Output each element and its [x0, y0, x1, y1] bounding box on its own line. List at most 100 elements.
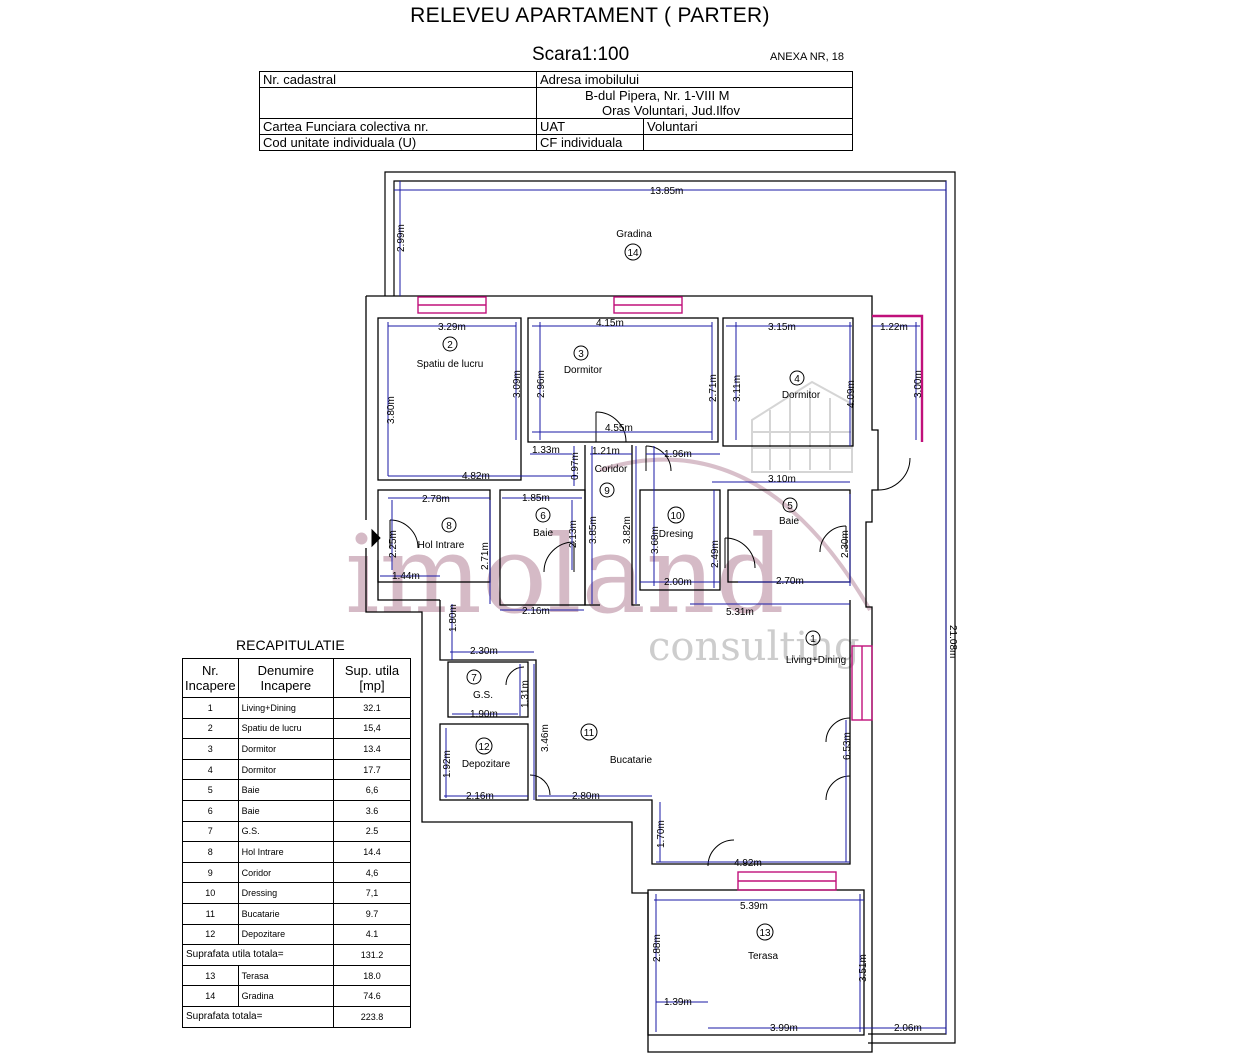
room-3-marker	[573, 345, 589, 361]
recap-useful-total: Suprafata utila totala=131.2	[182, 944, 411, 966]
recap-header-nr: Nr. Incapere	[182, 658, 239, 698]
room-6-name: Baie	[533, 528, 553, 539]
dim-2-00: 2.00m	[664, 577, 692, 588]
room-2-marker	[442, 336, 458, 352]
dim-2-13: 2.13m	[568, 520, 579, 548]
room-3-name: Dormitor	[564, 365, 603, 376]
recap-table: Nr. Incapere Denumire Incapere Sup. util…	[182, 658, 411, 1028]
room-5-name: Baie	[779, 516, 799, 527]
dim-4-92: 4.92m	[734, 858, 762, 869]
dim-2-80: 2.80m	[572, 791, 600, 802]
dim-1-92: 1.92m	[442, 750, 453, 778]
room-4-number: 4	[794, 374, 800, 385]
room-text: 1 Living+Dining 2 Spatiu de lucru 3 Dorm…	[417, 229, 847, 962]
dim-1-96: 1.96m	[664, 449, 692, 460]
dim-21-08: 21.08m	[947, 625, 958, 658]
room-14-marker	[624, 243, 642, 261]
room-8-number: 8	[446, 521, 452, 532]
dim-2-88: 2.88m	[652, 934, 663, 962]
uat-label: UAT	[536, 118, 644, 135]
dim-2-30b: 2.30m	[470, 646, 498, 657]
dim-3-99: 3.99m	[770, 1023, 798, 1034]
dim-3-68: 3.68m	[650, 526, 661, 554]
windows	[417, 296, 924, 891]
dim-2-16b: 2.16m	[466, 791, 494, 802]
dim-1-90: 1.90m	[470, 709, 498, 720]
room-9-marker	[599, 482, 615, 498]
annex-label: ANEXA NR, 18	[770, 51, 844, 63]
dim-5-31: 5.31m	[726, 607, 754, 618]
page-title: RELEVEU APARTAMENT ( PARTER)	[410, 4, 770, 27]
dim-3-85: 3.85m	[588, 516, 599, 544]
dim-5-39: 5.39m	[740, 901, 768, 912]
room-11-number: 11	[584, 728, 595, 739]
address-line-2: Oras Voluntari, Jud.Ilfov	[602, 103, 741, 118]
dim-2-71b: 2.71m	[480, 542, 491, 570]
room-1-name: Living+Dining	[786, 655, 846, 666]
property-info-table: Nr. cadastral Adresa imobilului B-dul Pi…	[259, 71, 853, 151]
room-5-marker	[782, 497, 798, 513]
scale-label: Scara1:100	[532, 44, 630, 65]
dim-2-99: 2.99m	[396, 224, 407, 252]
dim-3-29: 3.29m	[438, 322, 466, 333]
room-9-name: Coridor	[595, 464, 628, 475]
room-11-marker	[580, 723, 598, 741]
room-1-marker	[805, 630, 821, 646]
dim-13-85: 13.85m	[650, 186, 683, 197]
address-line-1: B-dul Pipera, Nr. 1-VIII M	[585, 88, 730, 103]
room-7-name: G.S.	[473, 690, 493, 701]
dim-1-70: 1.70m	[656, 820, 667, 848]
room-6-number: 6	[540, 511, 546, 522]
dim-4-15: 4.15m	[596, 318, 624, 329]
room-12-marker	[475, 737, 493, 755]
recap-grand-total: Suprafata totala=223.8	[182, 1005, 411, 1028]
address-label: Adresa imobilului	[536, 71, 853, 88]
dim-3-82: 3.82m	[622, 516, 633, 544]
dim-2-96: 2.96m	[536, 370, 547, 398]
room-1-number: 1	[810, 634, 816, 645]
dim-4-55: 4.55m	[605, 423, 633, 434]
room-5-number: 5	[787, 501, 793, 512]
dim-1-33: 1.33m	[532, 445, 560, 456]
dim-0-97: 0.97m	[570, 452, 581, 480]
dim-2-25: 2.25m	[388, 530, 399, 558]
dim-3-09: 3.09m	[512, 370, 523, 398]
recap-header-area: Sup. utila [mp]	[333, 658, 411, 698]
room-14-number: 14	[627, 248, 639, 259]
dim-2-49: 2.49m	[710, 540, 721, 568]
dim-2-78: 2.78m	[422, 494, 450, 505]
room-3-number: 3	[578, 349, 584, 360]
dim-6-53: 6.53m	[842, 732, 853, 760]
room-9-number: 9	[604, 486, 610, 497]
unit-code-label: Cod unitate individuala (U)	[259, 134, 537, 151]
dim-2-30a: 2.30m	[840, 530, 851, 558]
room-10-name: Dresing	[659, 529, 693, 540]
room-2-number: 2	[447, 340, 453, 351]
room-6-marker	[535, 507, 551, 523]
room-13-marker	[756, 923, 774, 941]
dim-3-11: 3.11m	[732, 375, 743, 402]
dim-3-00: 3.00m	[913, 370, 924, 398]
dim-1-31: 1.31m	[520, 680, 531, 708]
dim-1-39: 1.39m	[664, 997, 692, 1008]
room-labels	[441, 243, 821, 941]
watermark-sub: consulting	[648, 624, 860, 670]
room-8-marker	[441, 517, 457, 533]
room-4-name: Dormitor	[782, 390, 821, 401]
room-2-name: Spatiu de lucru	[417, 359, 484, 370]
walls	[365, 295, 879, 1053]
dim-1-85: 1.85m	[522, 493, 550, 504]
room-13-number: 13	[759, 928, 771, 939]
